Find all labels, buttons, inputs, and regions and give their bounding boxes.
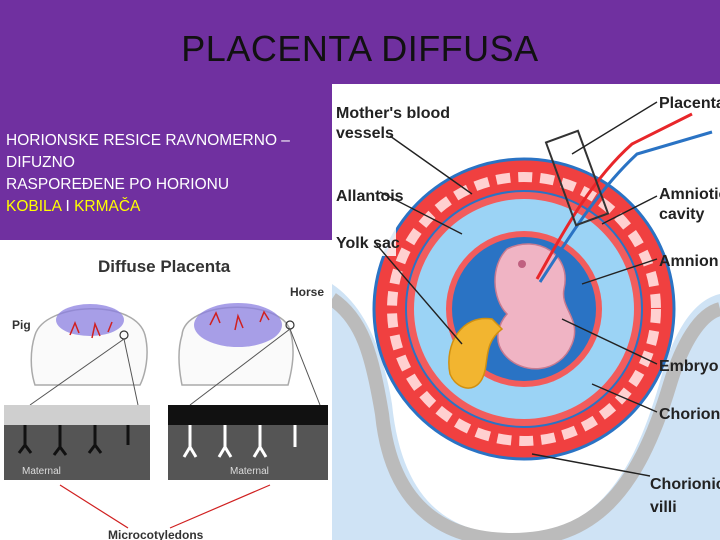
label-amniotic-2: cavity: [659, 206, 704, 223]
label-horse: Horse: [290, 285, 324, 299]
diffuse-placenta-figure: Diffuse Placenta Pig Horse Maternal Mate…: [0, 240, 332, 540]
slide-body: HORIONSKE RESICE RAVNOMERNO – DIFUZNO RA…: [6, 130, 326, 218]
slide-title: PLACENTA DIFFUSA: [0, 28, 720, 70]
species-separator: I: [61, 198, 74, 215]
diffuse-placenta-diagram: Diffuse Placenta Pig Horse Maternal Mate…: [0, 240, 332, 540]
microcotyledon-arrows: [60, 485, 270, 528]
pig-chorion-band: [4, 405, 150, 425]
species-line: KOBILA I KRMAČA: [6, 196, 326, 218]
label-chorionic-villi-1: Chorionic: [650, 476, 720, 493]
caption-microcotyledons: Microcotyledons: [108, 528, 204, 540]
label-chorionic-villi-2: villi: [650, 499, 677, 516]
label-amnion: Amnion: [659, 253, 719, 270]
horse-villi-zone: [194, 303, 282, 347]
placenta-cross-section-diagram: Mother's blood vessels Placenta Allantoi…: [332, 84, 720, 540]
pig-villi-zone: [56, 304, 124, 336]
label-embryo: Embryo: [659, 358, 719, 375]
label-mothers-blood-1: Mother's blood: [336, 105, 450, 122]
horse-chorion-band: [168, 405, 328, 425]
label-pig: Pig: [12, 318, 31, 332]
label-chorion: Chorion: [659, 406, 720, 423]
label-mothers-blood-2: vessels: [336, 125, 394, 142]
label-maternal-pig: Maternal: [22, 466, 61, 477]
body-line-3: RASPOREĐENE PO HORIONU: [6, 174, 326, 196]
label-allantois: Allantois: [336, 188, 404, 205]
placenta-cross-section-figure: Mother's blood vessels Placenta Allantoi…: [332, 84, 720, 540]
embryo-eye: [518, 260, 526, 268]
species-sow: KRMAČA: [74, 198, 140, 215]
body-line-1: HORIONSKE RESICE RAVNOMERNO –: [6, 130, 326, 152]
label-placenta: Placenta: [659, 95, 720, 112]
figure-title: Diffuse Placenta: [98, 257, 231, 276]
label-maternal-horse: Maternal: [230, 466, 269, 477]
body-line-2: DIFUZNO: [6, 152, 326, 174]
species-mare: KOBILA: [6, 198, 61, 215]
label-yolk-sac: Yolk sac: [336, 235, 400, 252]
